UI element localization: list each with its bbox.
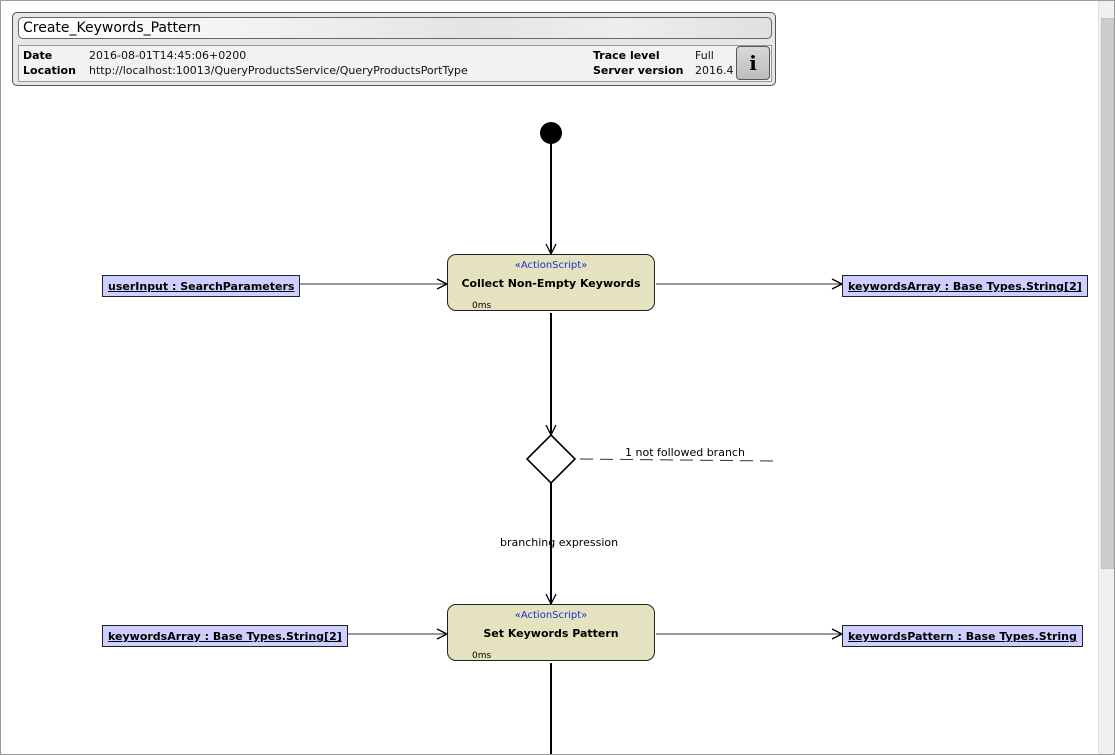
stereotype-label: «ActionScript» [514,610,588,621]
trace-header-panel: Create_Keywords_Pattern Date 2016-08-01T… [12,12,776,86]
trace-info-box: Date 2016-08-01T14:45:06+0200 Location h… [18,45,772,82]
action-name: Collect Non-Empty Keywords [461,277,641,290]
decision-node [525,433,577,485]
branching-expression-label: branching expression [500,536,619,549]
trace-level-label: Trace level [593,49,660,62]
vertical-scrollbar[interactable] [1098,1,1114,754]
object-node-keywords-pattern[interactable]: keywordsPattern : Base Types.String [842,625,1083,647]
duration-label: 0ms [472,651,492,661]
server-version-value: 2016.4 [695,64,734,77]
object-node-keywords-array-input[interactable]: keywordsArray : Base Types.String[2] [102,625,348,647]
date-label: Date [23,49,53,62]
info-button[interactable]: i [736,46,770,80]
trace-level-value: Full [695,49,714,62]
object-node-user-input[interactable]: userInput : SearchParameters [102,275,301,297]
title-bar: Create_Keywords_Pattern [18,17,772,39]
server-version-label: Server version [593,64,684,77]
stereotype-label: «ActionScript» [514,260,588,271]
scrollbar-thumb[interactable] [1101,18,1114,569]
page-title: Create_Keywords_Pattern [23,20,201,36]
duration-label: 0ms [472,301,492,311]
date-value: 2016-08-01T14:45:06+0200 [89,49,247,62]
location-label: Location [23,64,76,77]
initial-node [540,122,562,144]
not-followed-branch-line [579,458,778,462]
location-value: http://localhost:10013/QueryProductsServ… [89,64,468,77]
action-name: Set Keywords Pattern [483,627,619,640]
action-set-keywords-pattern[interactable]: «ActionScript» Set Keywords Pattern 0ms [447,604,655,661]
action-collect-non-empty-keywords[interactable]: «ActionScript» Collect Non-Empty Keyword… [447,254,655,311]
not-followed-branch-label[interactable]: 1 not followed branch [625,446,745,459]
object-node-keywords-array-output[interactable]: keywordsArray : Base Types.String[2] [842,275,1088,297]
